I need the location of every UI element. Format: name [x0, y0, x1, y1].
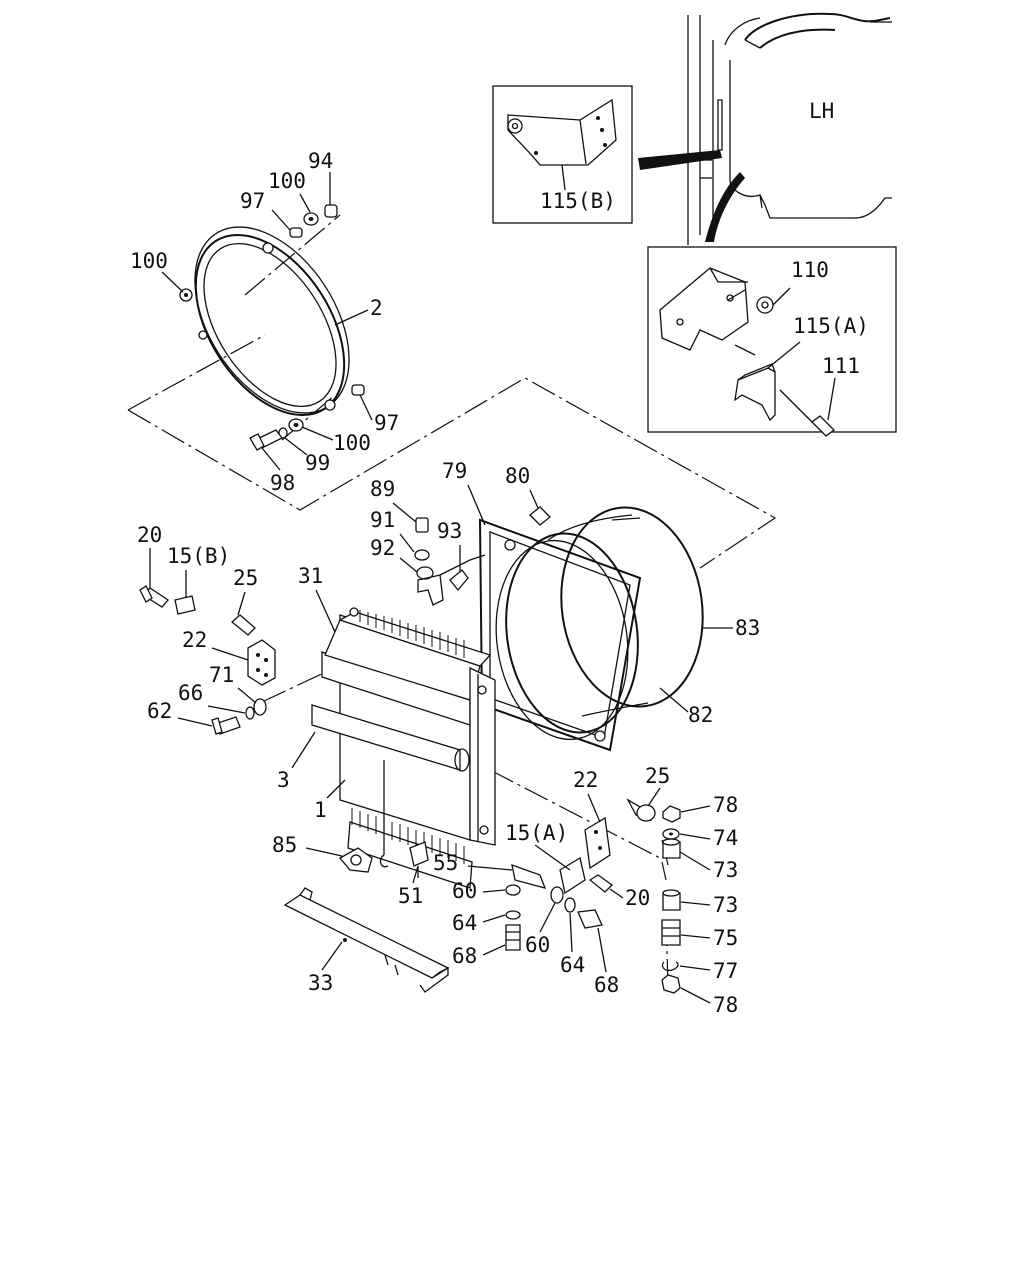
label-80: 80: [505, 464, 530, 488]
label-15a: 15(A): [505, 821, 568, 845]
label-2: 2: [370, 296, 383, 320]
label-77: 77: [713, 959, 738, 983]
label-33: 33: [308, 971, 333, 995]
radiator-core: 31 3 1: [277, 564, 496, 889]
label-51: 51: [398, 884, 423, 908]
label-68b: 68: [594, 973, 619, 997]
label-20a: 20: [137, 523, 162, 547]
leader-wedge-115a: [705, 172, 745, 242]
label-83: 83: [735, 616, 760, 640]
label-93: 93: [437, 519, 462, 543]
bottom-parts: 85 51 33: [272, 833, 450, 995]
label-64a: 64: [452, 911, 477, 935]
label-75: 75: [713, 926, 738, 950]
label-60a: 60: [452, 879, 477, 903]
radiator-fins: [351, 610, 465, 864]
label-62: 62: [147, 699, 172, 723]
label-92: 92: [370, 536, 395, 560]
label-100c: 100: [333, 431, 371, 455]
label-82: 82: [688, 703, 713, 727]
ring-assembly: 2: [194, 226, 383, 417]
leader-wedge-115b: [638, 150, 722, 170]
label-25b: 25: [645, 764, 670, 788]
label-55: 55: [433, 851, 458, 875]
label-78a: 78: [713, 793, 738, 817]
label-74: 74: [713, 826, 738, 850]
label-71: 71: [209, 663, 234, 687]
label-110: 110: [791, 258, 829, 282]
detail-box-115a: 110 115(A) 111: [647, 246, 897, 437]
ring-hardware: 94 100 97 100 97 100 99 98: [130, 149, 399, 495]
label-85: 85: [272, 833, 297, 857]
label-97a: 97: [240, 189, 265, 213]
label-3: 3: [277, 768, 290, 792]
label-79: 79: [442, 459, 467, 483]
label-91: 91: [370, 508, 395, 532]
label-68a: 68: [452, 944, 477, 968]
label-31: 31: [298, 564, 323, 588]
label-64b: 64: [560, 953, 585, 977]
label-97b: 97: [374, 411, 399, 435]
label-100b: 100: [130, 249, 168, 273]
detail-box-115b: 115(B): [492, 85, 633, 224]
label-60b: 60: [525, 933, 550, 957]
label-89: 89: [370, 477, 395, 501]
label-115b: 115(B): [540, 189, 616, 213]
label-73b: 73: [713, 893, 738, 917]
label-20b: 20: [625, 886, 650, 910]
shroud-assembly: 79 80 83 82: [442, 459, 760, 752]
lower-mounts: 15(A) 55 20 73 75 77 78 60 64 68 60: [433, 821, 738, 1017]
label-15b: 15(B): [167, 544, 230, 568]
label-1: 1: [314, 798, 327, 822]
label-111: 111: [822, 354, 860, 378]
label-66: 66: [178, 681, 203, 705]
right-hardware: 22 25 78 74 73: [573, 764, 738, 882]
label-100a: 100: [268, 169, 306, 193]
label-94: 94: [308, 149, 333, 173]
side-label: LH: [809, 99, 834, 123]
label-22a: 22: [182, 628, 207, 652]
bracket-89-93: 89 91 92 93: [370, 477, 486, 606]
label-98: 98: [270, 471, 295, 495]
label-22b: 22: [573, 768, 598, 792]
label-78b: 78: [713, 993, 738, 1017]
alignment-lines: [127, 214, 777, 986]
label-25a: 25: [233, 566, 258, 590]
label-99: 99: [305, 451, 330, 475]
label-115a: 115(A): [793, 314, 869, 338]
left-hardware: 20 15(B) 25 22 71 66 62: [137, 523, 276, 735]
label-73a: 73: [713, 858, 738, 882]
